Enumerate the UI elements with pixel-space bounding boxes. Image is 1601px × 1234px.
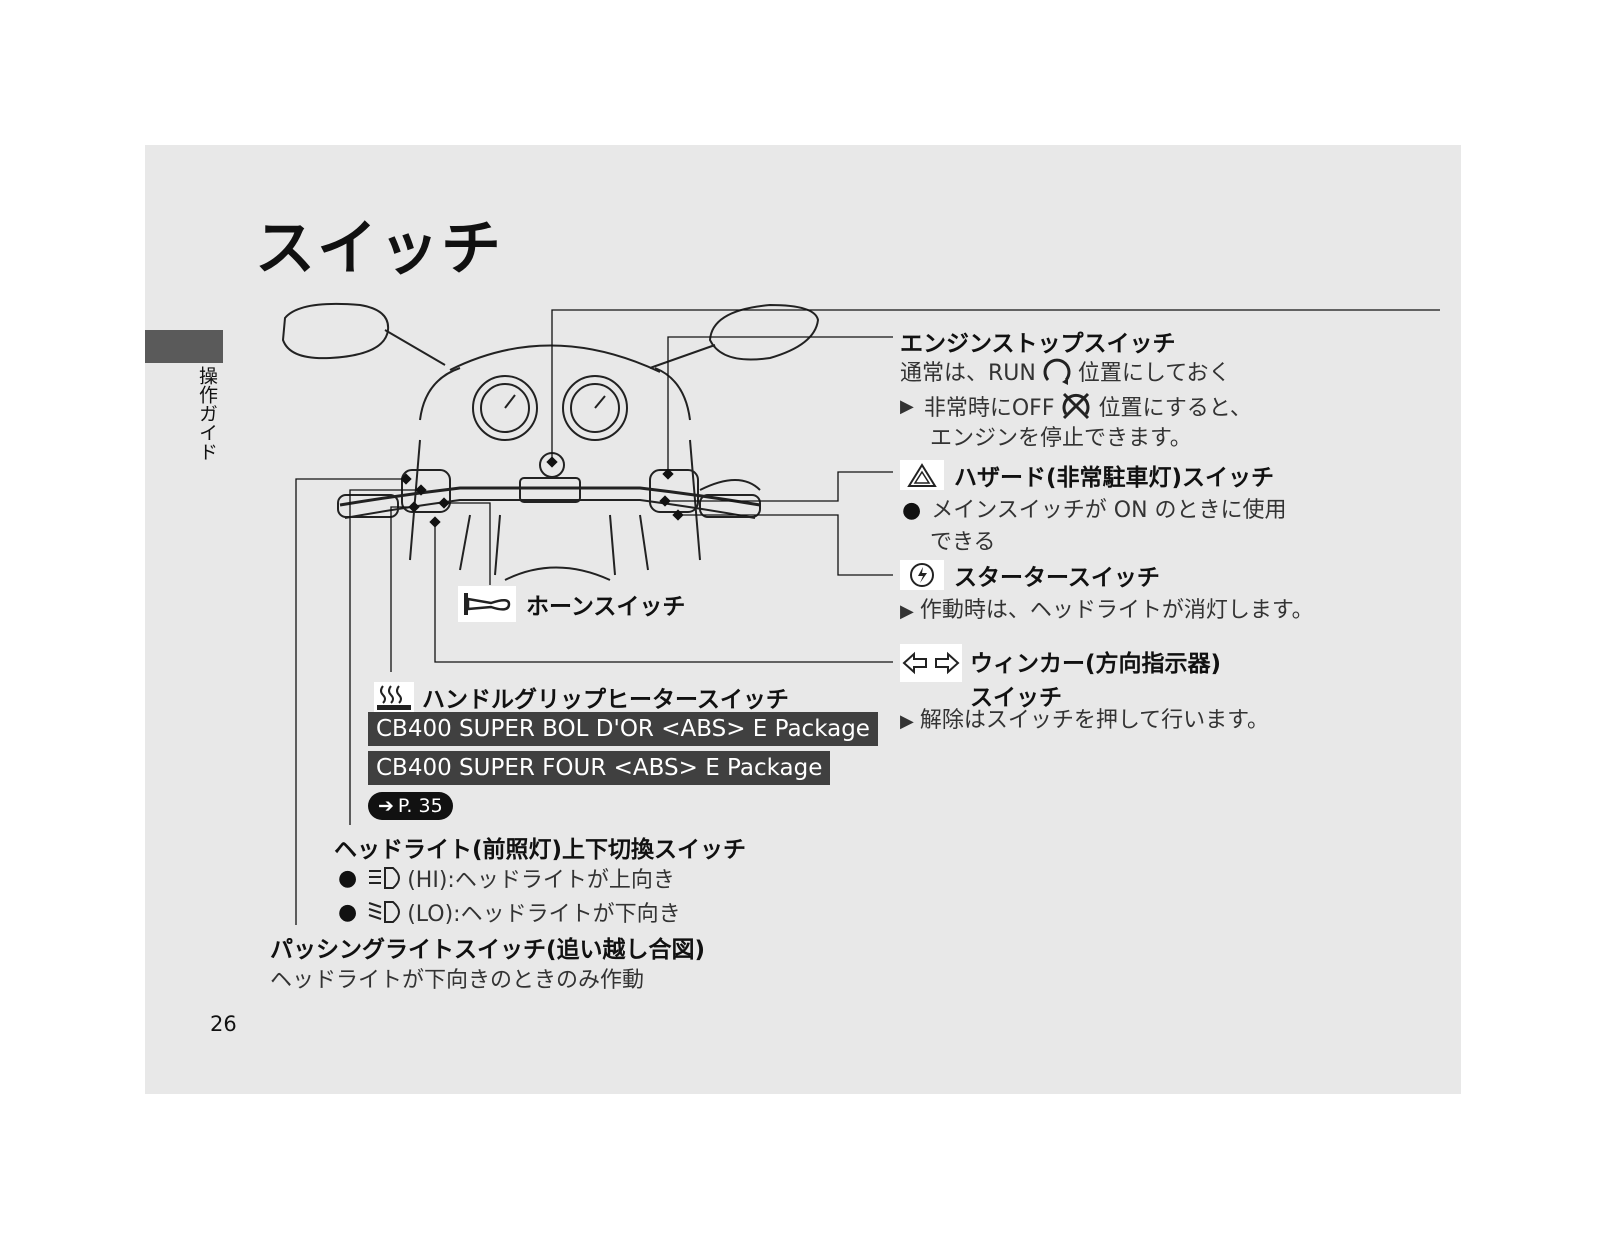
winker-icon xyxy=(900,644,962,682)
winker-title-2: スイッチ xyxy=(970,685,1062,711)
speedometer xyxy=(472,375,538,441)
right-mirror xyxy=(708,303,820,361)
hazard-title: ハザード(非常駐車灯)スイッチ xyxy=(954,465,1275,491)
arrow-icon: ▶ xyxy=(900,601,914,622)
engine-stop-run-text: 通常は、RUN xyxy=(900,361,1036,386)
grip-heater-title: ハンドルグリップヒータースイッチ xyxy=(422,687,789,713)
headlight-lo-row: ● (LO):ヘッドライトが下向き xyxy=(338,896,681,928)
horn-title: ホーンスイッチ xyxy=(526,594,686,620)
headlight-title: ヘッドライト(前照灯)上下切換スイッチ xyxy=(334,837,747,863)
engine-stop-line2: ▶ 非常時にOFF 位置にすると、 xyxy=(900,388,1252,424)
right-arrow-icon: ➔ xyxy=(378,795,394,817)
winker-title-1: ウィンカー(方向指示器) xyxy=(970,651,1222,677)
engine-stop-off-text: 非常時にOFF xyxy=(923,396,1055,421)
starter-note: ▶作動時は、ヘッドライトが消灯します。 xyxy=(900,592,1314,624)
model-tag-super-four: CB400 SUPER FOUR <ABS> E Package xyxy=(368,751,831,785)
side-tab xyxy=(145,330,223,363)
engine-stop-line1: 通常は、RUN 位置にしておく xyxy=(900,354,1231,388)
starter-title: スタータースイッチ xyxy=(954,565,1160,591)
page-title: スイッチ xyxy=(255,214,503,284)
engine-stop-off-after: 位置にすると、 xyxy=(1098,396,1252,421)
grip-heater-heading: ハンドルグリップヒータースイッチ xyxy=(374,680,789,714)
winker-note-text: 解除はスイッチを押して行います。 xyxy=(919,708,1269,733)
bullet-icon: ● xyxy=(338,865,358,891)
bullet-icon: ● xyxy=(338,899,358,925)
engine-stop-title: エンジンストップスイッチ xyxy=(900,331,1176,357)
hazard-bullet: ● メインスイッチが ON のときに使用 xyxy=(902,492,1287,524)
headlight-lo-icon xyxy=(368,901,401,923)
headlight-hi-icon xyxy=(369,867,401,889)
page-number: 26 xyxy=(210,1012,237,1036)
page-reference-link[interactable]: ➔ P. 35 xyxy=(368,792,453,820)
engine-stop-line3: エンジンを停止できます。 xyxy=(930,426,1192,451)
passing-title: パッシングライトスイッチ(追い越し合図) xyxy=(270,937,706,963)
grip-heater-icon xyxy=(374,682,414,712)
headlight-lo-text: (LO):ヘッドライトが下向き xyxy=(407,902,681,927)
winker-note: ▶解除はスイッチを押して行います。 xyxy=(900,702,1269,734)
starter-icon xyxy=(900,560,944,590)
tachometer xyxy=(562,375,628,441)
starter-note-text: 作動時は、ヘッドライトが消灯します。 xyxy=(919,598,1314,623)
horn-heading: ホーンスイッチ xyxy=(458,586,685,622)
page-background xyxy=(145,145,1461,1094)
headlight-hi-row: ● (HI):ヘッドライトが上向き xyxy=(338,862,675,894)
arrow-icon: ▶ xyxy=(900,395,914,417)
page-reference-text: P. 35 xyxy=(397,795,443,817)
winker-heading: ウィンカー(方向指示器) スイッチ xyxy=(900,644,1221,712)
left-mirror xyxy=(281,302,390,360)
hazard-icon xyxy=(900,460,944,490)
engine-stop-run-after: 位置にしておく xyxy=(1077,361,1231,386)
run-icon xyxy=(1043,358,1071,385)
side-label: 操作ガイド xyxy=(196,366,218,461)
hazard-bullet-text: メインスイッチが ON のときに使用 xyxy=(931,498,1287,523)
headlight-hi-text: (HI):ヘッドライトが上向き xyxy=(407,868,675,893)
hazard-bullet-cont: できる xyxy=(930,530,996,555)
bullet-icon: ● xyxy=(902,498,922,523)
starter-heading: スタータースイッチ xyxy=(900,558,1160,592)
off-icon xyxy=(1063,392,1090,420)
passing-note: ヘッドライトが下向きのときのみ作動 xyxy=(270,968,645,993)
hazard-heading: ハザード(非常駐車灯)スイッチ xyxy=(900,458,1274,492)
model-tag-bol-dor: CB400 SUPER BOL D'OR <ABS> E Package xyxy=(368,712,878,746)
horn-icon xyxy=(458,586,516,622)
arrow-icon: ▶ xyxy=(900,711,914,732)
